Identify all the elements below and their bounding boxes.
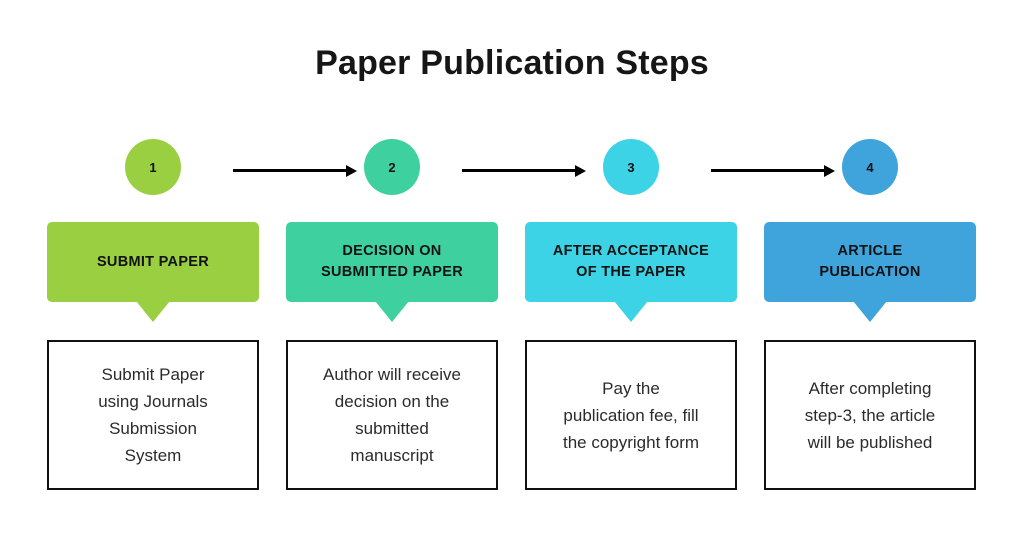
step-banner-1[interactable]: SUBMIT PAPER [47, 222, 259, 302]
step-description-text-2: Author will receive decision on the subm… [323, 365, 461, 465]
step-banner-label-4: ARTICLE PUBLICATION [819, 243, 921, 280]
step-node-3: 3 [578, 139, 684, 195]
step-number-1: 1 [149, 159, 157, 175]
step-node-4: 4 [817, 139, 923, 195]
step-description-box-4: After completing step-3, the article wil… [764, 340, 976, 490]
step-description-text-3: Pay the publication fee, fill the copyri… [562, 378, 700, 452]
step-banner-2[interactable]: DECISION ON SUBMITTED PAPER [286, 222, 498, 302]
step-number-2: 2 [388, 159, 396, 175]
steps-row: 1 2 3 4 [47, 139, 977, 197]
step-circle-3[interactable]: 3 [603, 139, 659, 195]
step-banner-tail-1 [136, 301, 170, 322]
step-circle-1[interactable]: 1 [125, 139, 181, 195]
arrow-2-to-3-icon [462, 165, 586, 177]
step-node-2: 2 [339, 139, 445, 195]
step-description-text-4: After completing step-3, the article wil… [804, 378, 936, 452]
step-description-box-2: Author will receive decision on the subm… [286, 340, 498, 490]
step-banner-label-2: DECISION ON SUBMITTED PAPER [321, 243, 463, 280]
step-circle-4[interactable]: 4 [842, 139, 898, 195]
step-description-box-1: Submit Paper using Journals Submission S… [47, 340, 259, 490]
step-node-1: 1 [100, 139, 206, 195]
step-banner-4[interactable]: ARTICLE PUBLICATION [764, 222, 976, 302]
step-banner-3[interactable]: AFTER ACCEPTANCE OF THE PAPER [525, 222, 737, 302]
step-description-text-1: Submit Paper using Journals Submission S… [98, 365, 208, 465]
step-number-4: 4 [866, 159, 874, 175]
step-banner-tail-2 [375, 301, 409, 322]
step-banner-tail-3 [614, 301, 648, 322]
step-description-box-3: Pay the publication fee, fill the copyri… [525, 340, 737, 490]
arrow-3-to-4-icon [711, 165, 835, 177]
step-banner-label-1: SUBMIT PAPER [96, 253, 210, 270]
step-circle-2[interactable]: 2 [364, 139, 420, 195]
step-banner-tail-4 [853, 301, 887, 322]
step-number-3: 3 [627, 159, 635, 175]
arrow-1-to-2-icon [233, 165, 357, 177]
step-banner-label-3: AFTER ACCEPTANCE OF THE PAPER [552, 243, 710, 280]
page-title: Paper Publication Steps [315, 44, 709, 82]
